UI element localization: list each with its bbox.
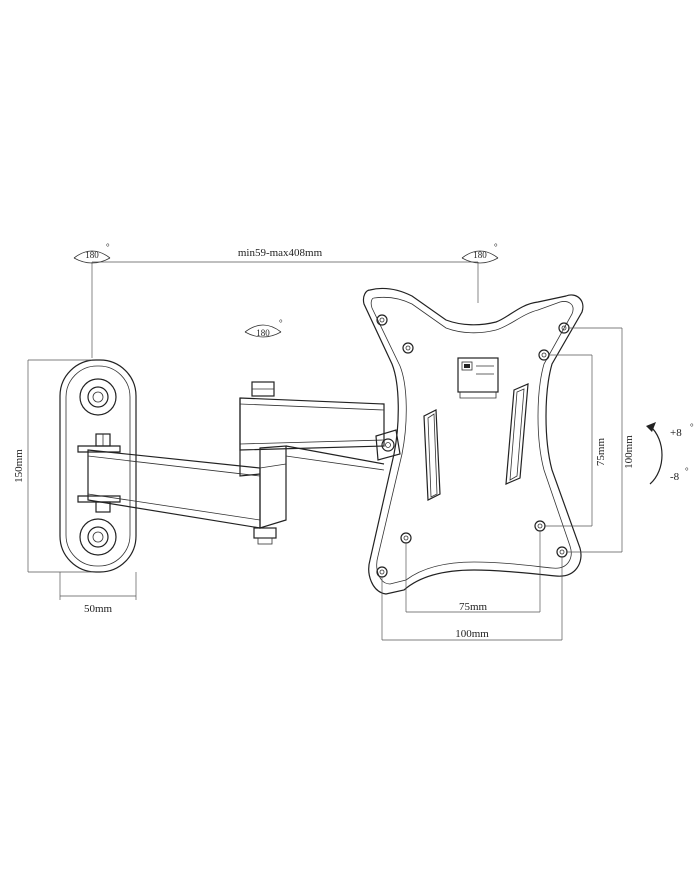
wall-plate-width-dimension: 50mm — [59, 572, 137, 615]
wall-plate-height-label: 150mm — [13, 449, 25, 483]
svg-text:°: ° — [106, 242, 110, 252]
rotation-indicator-wall: 180 ° — [73, 242, 111, 264]
rotation-label-head: 180 — [473, 250, 487, 260]
vesa-outer-horizontal-label: 100mm — [455, 628, 489, 640]
wall-plate-width-label: 50mm — [84, 603, 113, 615]
rotation-label-wall: 180 — [85, 250, 99, 260]
tilt-indicator: +8 ° -8 ° — [646, 422, 694, 485]
vesa-outer-vertical-dimension: 100mm — [566, 327, 635, 553]
svg-text:°: ° — [690, 422, 694, 432]
vesa-plate — [362, 287, 584, 595]
tilt-pivot — [375, 429, 401, 461]
rotation-indicator-arm: 180 ° — [244, 318, 283, 338]
extension-dimension: min59-max408mm — [91, 247, 479, 358]
rotation-indicator-head: 180 ° — [461, 242, 499, 264]
svg-text:°: ° — [494, 242, 498, 252]
vesa-outer-vertical-label: 100mm — [623, 435, 635, 469]
svg-text:°: ° — [279, 318, 283, 328]
extension-label: min59-max408mm — [238, 247, 323, 259]
tilt-down-label: -8 — [670, 471, 680, 483]
wall-plate — [59, 359, 137, 573]
vesa-inner-vertical-dimension: 75mm — [544, 354, 607, 527]
vesa-inner-horizontal-dimension: 75mm — [405, 530, 541, 613]
tilt-up-label: +8 — [670, 427, 682, 439]
second-arm — [239, 381, 385, 477]
first-arm — [77, 433, 287, 545]
vesa-outer-horizontal-dimension: 100mm — [381, 556, 563, 641]
rotation-label-arm: 180 — [256, 328, 270, 338]
vesa-inner-vertical-label: 75mm — [595, 438, 607, 467]
wall-plate-height-dimension: 150mm — [13, 359, 92, 573]
svg-text:°: ° — [685, 466, 689, 476]
vesa-inner-horizontal-label: 75mm — [459, 601, 488, 613]
